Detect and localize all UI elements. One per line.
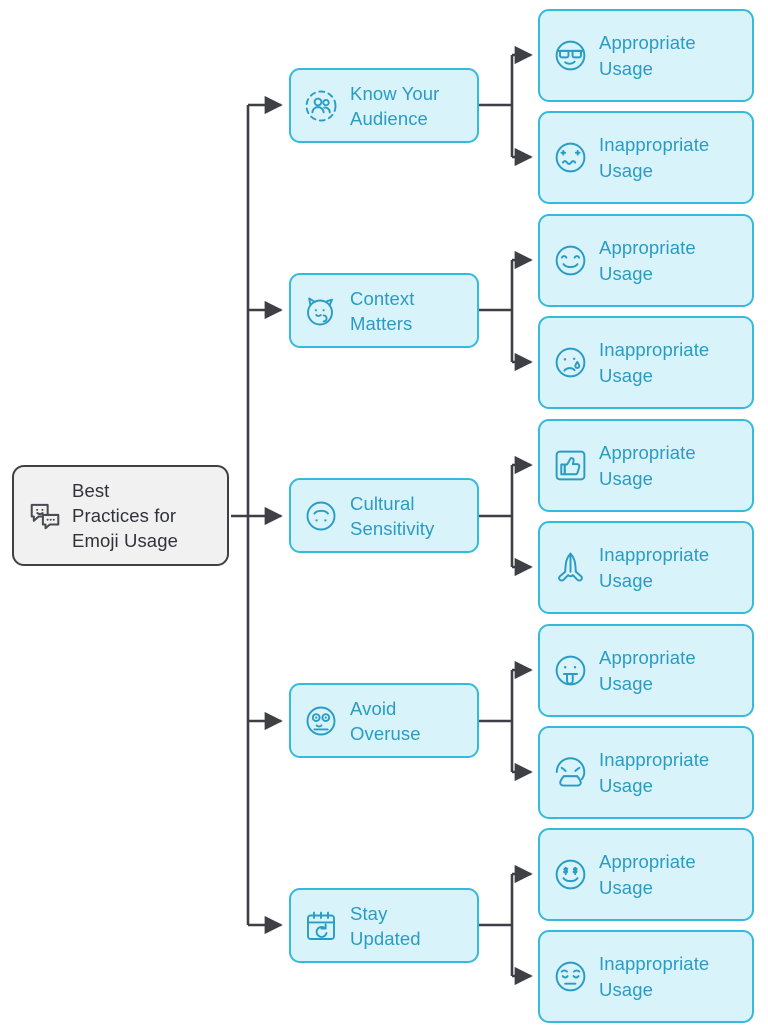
leaf-node-appropriate-usage-4[interactable]: Appropriate Usage [538, 624, 754, 717]
upside-down-face-icon [306, 501, 336, 530]
leaf-label: Inappropriate Usage [599, 338, 710, 386]
wide-eyed-face-icon [306, 706, 336, 735]
branch-node-context-matters[interactable]: Context Matters [289, 273, 479, 348]
root-label: Best Practices for Emoji Usage [72, 480, 178, 551]
root-node[interactable]: Best Practices for Emoji Usage [12, 465, 229, 566]
leaf-node-inappropriate-usage-3[interactable]: Inappropriate Usage [538, 521, 754, 614]
sunglasses-face-icon [555, 40, 586, 71]
speech-bubbles-emoji-icon [30, 503, 60, 529]
pensive-face-icon [555, 961, 586, 992]
branch-label: Stay Updated [350, 902, 421, 949]
leaf-node-inappropriate-usage-5[interactable]: Inappropriate Usage [538, 930, 754, 1023]
branch-label: Cultural Sensitivity [350, 492, 435, 539]
leaf-label: Inappropriate Usage [599, 543, 710, 591]
dizzy-face-icon [555, 142, 586, 173]
branch-label: Context Matters [350, 287, 415, 334]
leaf-node-appropriate-usage-5[interactable]: Appropriate Usage [538, 828, 754, 921]
leaf-node-appropriate-usage-2[interactable]: Appropriate Usage [538, 214, 754, 307]
branch-label: Know Your Audience [350, 82, 440, 129]
leaf-label: Inappropriate Usage [599, 952, 710, 1000]
leaf-label: Inappropriate Usage [599, 748, 710, 796]
leaf-label: Inappropriate Usage [599, 133, 710, 181]
cat-face-icon [307, 296, 333, 325]
money-mouth-face-icon [555, 859, 586, 890]
users-group-dashed-circle-icon [305, 90, 337, 121]
branch-node-know-your-audience[interactable]: Know Your Audience [289, 68, 479, 143]
branch-node-cultural-sensitivity[interactable]: Cultural Sensitivity [289, 478, 479, 553]
leaf-label: Appropriate Usage [599, 31, 696, 79]
branch-node-avoid-overuse[interactable]: Avoid Overuse [289, 683, 479, 758]
folded-hands-icon [558, 552, 583, 582]
thumbs-up-square-icon [555, 450, 586, 481]
leaf-node-appropriate-usage-1[interactable]: Appropriate Usage [538, 9, 754, 102]
leaf-label: Appropriate Usage [599, 646, 696, 694]
branch-label: Avoid Overuse [350, 697, 421, 744]
leaf-node-inappropriate-usage-1[interactable]: Inappropriate Usage [538, 111, 754, 204]
leaf-node-inappropriate-usage-4[interactable]: Inappropriate Usage [538, 726, 754, 819]
smiling-face-closed-eyes-icon [555, 245, 586, 276]
leaf-node-inappropriate-usage-2[interactable]: Inappropriate Usage [538, 316, 754, 409]
leaf-label: Appropriate Usage [599, 236, 696, 284]
crying-face-icon [555, 347, 586, 378]
face-vomiting-icon [555, 757, 586, 787]
leaf-label: Appropriate Usage [599, 441, 696, 489]
calendar-refresh-icon [307, 911, 335, 940]
leaf-label: Appropriate Usage [599, 850, 696, 898]
branch-node-stay-updated[interactable]: Stay Updated [289, 888, 479, 963]
tongue-out-face-icon [555, 655, 586, 686]
leaf-node-appropriate-usage-3[interactable]: Appropriate Usage [538, 419, 754, 512]
